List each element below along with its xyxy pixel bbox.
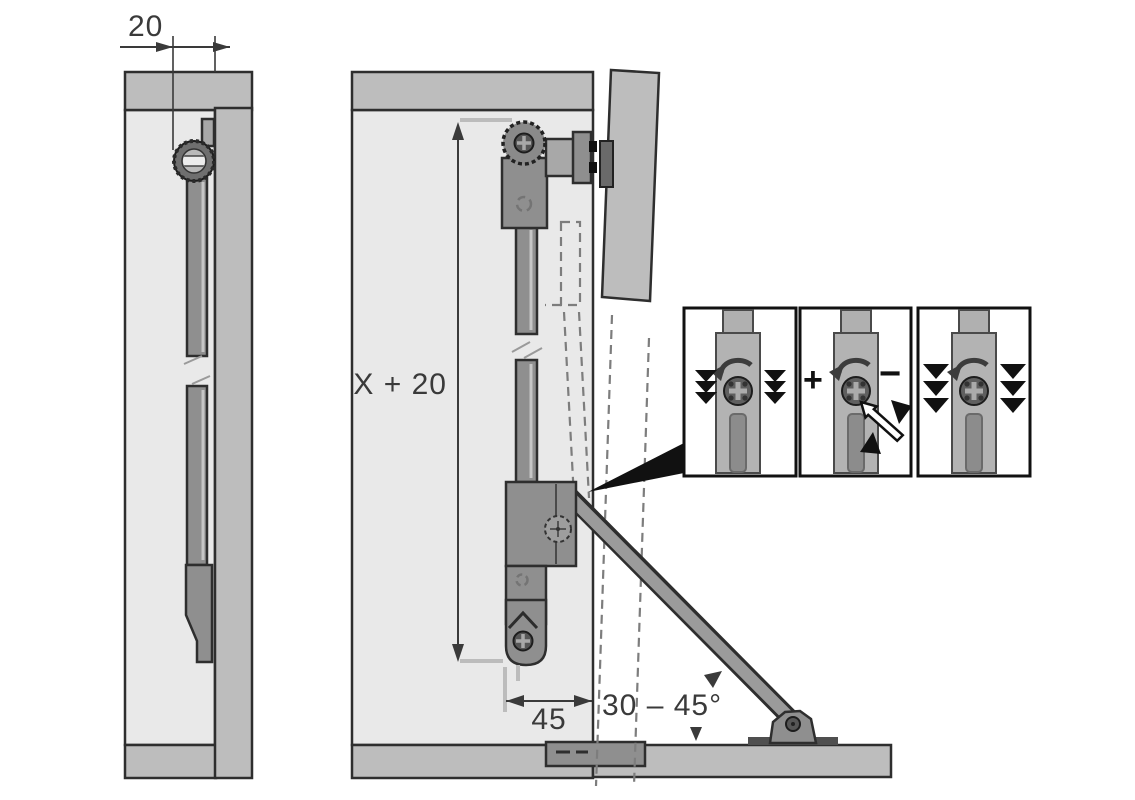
- lift-rod: [511, 224, 543, 484]
- break-mark: [191, 375, 211, 385]
- main-cabinet-interior: [350, 108, 595, 747]
- turn-direction-arrow-icon: [860, 432, 881, 454]
- left-cabinet-side-panel: [213, 106, 254, 780]
- dimension-arrow-icon: [452, 122, 464, 140]
- top-pivot-bracket: [460, 118, 597, 230]
- door-closed-position: [599, 68, 661, 303]
- break-mark: [183, 355, 203, 365]
- triple-arrow-down-right-icon: [1000, 364, 1026, 413]
- flap-door-panel: [600, 68, 661, 303]
- arm-foot-bracket: [748, 709, 838, 745]
- main-cabinet-top-panel: [350, 70, 595, 112]
- dimension-front-offset-label: 20: [128, 10, 164, 43]
- top-bracket-body: [500, 156, 549, 230]
- dimension-depth: [503, 667, 592, 712]
- break-mark: [511, 341, 531, 353]
- dimension-arrow-icon: [506, 695, 524, 707]
- dimension-height-label: X + 20: [353, 368, 447, 401]
- rotation-arrow-icon: [515, 195, 533, 213]
- door-intermediate-dashed: [545, 220, 651, 787]
- phillips-screw-icon: [841, 376, 871, 406]
- dimension-arrow-icon: [213, 42, 230, 52]
- minus-label: −: [879, 353, 903, 395]
- opening-angle-annotation: [690, 671, 722, 741]
- left-view-lift-fitting: [172, 117, 216, 664]
- dimension-arrow-icon: [156, 42, 173, 52]
- triple-arrow-down-left-icon: [923, 364, 949, 413]
- main-view-cabinet-section: [350, 68, 893, 787]
- left-view-cabinet-section: [120, 36, 254, 780]
- bottom-pivot-bracket: [504, 564, 548, 681]
- dimension-height: [452, 122, 503, 663]
- dimension-depth-label: 45: [531, 703, 567, 736]
- opening-angle-label: 30 – 45°: [602, 689, 723, 722]
- screwdriver-arrow-icon: [859, 400, 912, 454]
- middle-adjustment-bracket: [504, 480, 578, 568]
- door-mounting-bracket: [599, 140, 614, 188]
- lower-bracket: [184, 563, 214, 664]
- foot-plate-closed-position: [544, 740, 647, 768]
- left-cabinet-bottom-panel: [123, 743, 218, 780]
- triple-arrow-down-right-icon: [764, 370, 786, 404]
- break-mark: [523, 347, 543, 359]
- dimension-arrow-icon: [574, 695, 592, 707]
- phillips-screw-icon: [959, 376, 989, 406]
- adjustment-detail-panel-1: [682, 306, 798, 478]
- callout-wedge: [588, 443, 684, 492]
- turn-direction-arrow-icon: [891, 400, 912, 424]
- triple-arrow-down-left-icon: [695, 370, 717, 404]
- angle-arrow-icon: [690, 727, 702, 741]
- cylinder-end-cap: [571, 130, 593, 185]
- knurled-knob-icon: [172, 139, 216, 183]
- adjustment-detail-panel-3: [916, 306, 1032, 478]
- left-cabinet-top-panel: [123, 70, 254, 112]
- plus-label: +: [803, 361, 824, 399]
- rotation-arrow-icon: [515, 573, 529, 587]
- lift-stay-arm: [563, 489, 796, 724]
- adjustment-detail-panel-2: [798, 306, 913, 478]
- angle-arrow-icon: [704, 671, 722, 688]
- dimension-front-offset: [120, 36, 230, 150]
- phillips-screw-icon: [723, 376, 753, 406]
- dimension-arrow-icon: [452, 644, 464, 662]
